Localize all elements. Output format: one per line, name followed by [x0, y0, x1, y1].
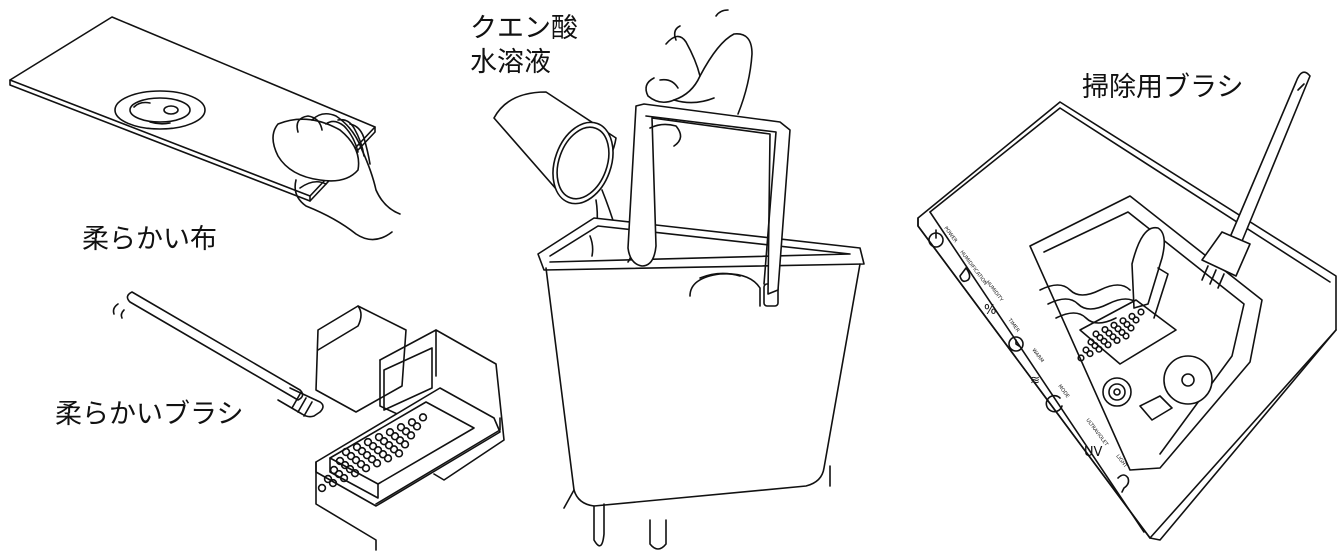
hand-holding-handle [646, 10, 752, 114]
hole [319, 485, 326, 492]
filter-tray-illustration [316, 306, 504, 550]
warm-symbol: ≋ [1030, 373, 1040, 387]
bucket-illustration [538, 218, 864, 549]
soft-brush-illustration [114, 292, 324, 417]
humidity-symbol: % [984, 303, 996, 318]
uv-symbol: UV [1084, 445, 1103, 460]
